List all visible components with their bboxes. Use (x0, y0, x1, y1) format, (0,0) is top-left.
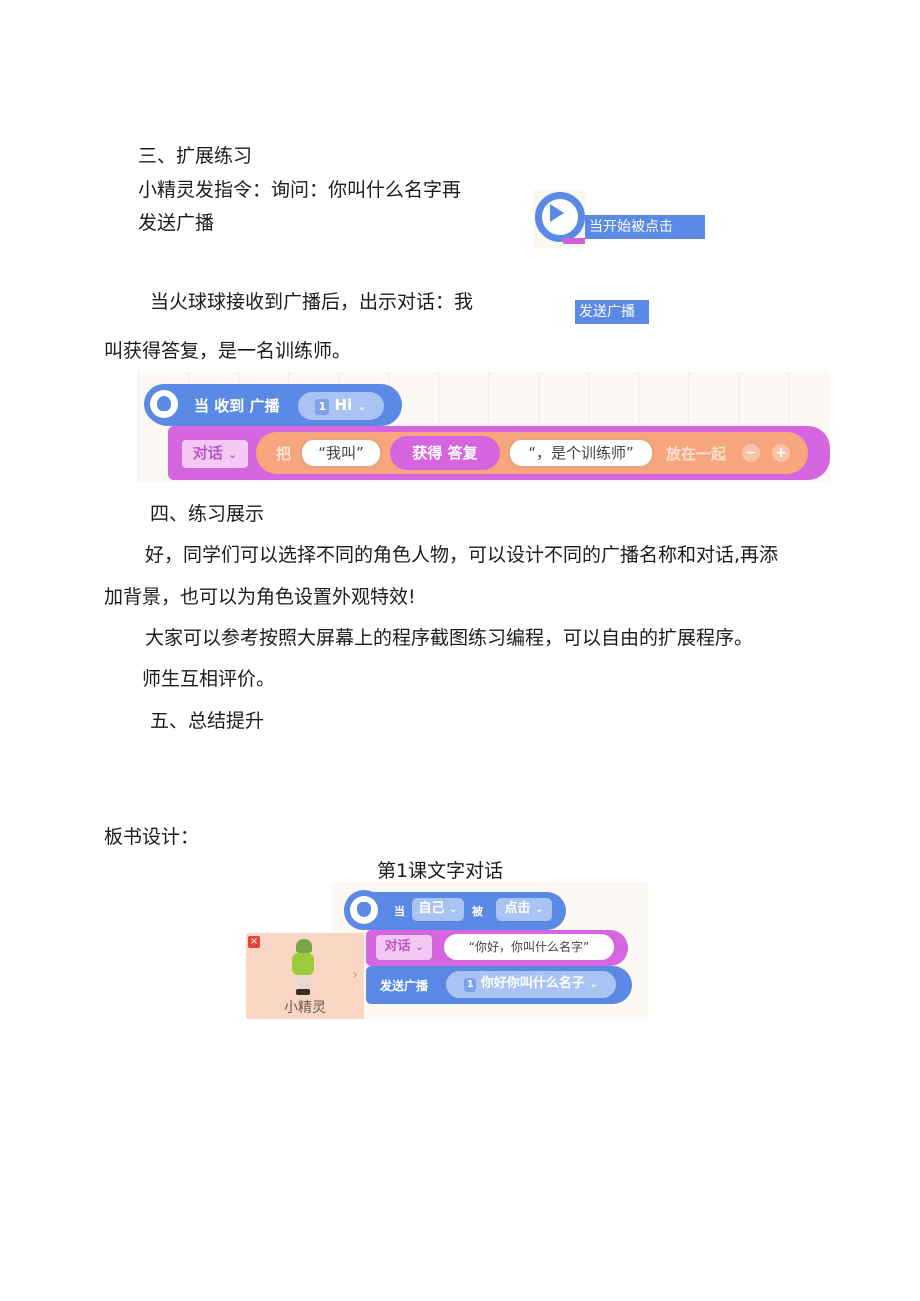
section-heading-practice-showcase: 四、练习展示 (150, 503, 265, 525)
event-value: 点击 (504, 901, 531, 916)
dialog-type-value: 对话 (192, 444, 223, 462)
start-clicked-label: 当开始被点击 (585, 215, 705, 239)
string-input-2[interactable]: “，是个训练师” (508, 438, 654, 468)
dialog-type-value: 对话 (384, 939, 411, 954)
code-screenshot-receive-broadcast: 当 收到 广播 1 Hi ⌄ 对话 ⌄ 把 “我叫” 获得 答复 “，是个训练师… (138, 372, 830, 482)
chevron-down-icon: ⌄ (415, 942, 424, 953)
section-heading-extension-practice: 三、扩展练习 (138, 145, 253, 167)
join-prefix: 把 (276, 445, 292, 463)
broadcast-index-badge: 1 (464, 978, 477, 992)
target-dropdown[interactable]: 自己 ⌄ (412, 898, 464, 921)
elf-sprite-feet (296, 989, 310, 995)
dialog-type-dropdown[interactable]: 对话 ⌄ (182, 440, 248, 468)
board-design-label: 板书设计： (104, 826, 200, 848)
get-answer-block: 获得 答复 (390, 436, 500, 470)
chevron-down-icon: ⌄ (357, 400, 367, 413)
paragraph-line: 小精灵发指令：询问：你叫什么名字再 (138, 179, 462, 201)
code-screenshot-sprite-click: 当 自己 ⌄ 被 点击 ⌄ 对话 ⌄ “你好，你叫什么名字” 发送广播 1 你好… (332, 882, 648, 1019)
broadcast-name-dropdown[interactable]: 1 Hi ⌄ (298, 392, 384, 420)
remove-item-button[interactable]: − (742, 444, 760, 462)
play-start-icon (533, 190, 585, 248)
chevron-down-icon: ⌄ (449, 904, 458, 915)
paragraph-line: 叫获得答复，是一名训练师。 (104, 340, 352, 362)
chevron-down-icon: ⌄ (228, 448, 238, 461)
elf-sprite-legs (296, 975, 310, 989)
paragraph-line: 师生互相评价。 (142, 668, 276, 690)
elf-sprite-image (296, 939, 312, 953)
elf-sprite-body (292, 953, 314, 975)
chevron-down-icon: ⌄ (535, 904, 544, 915)
close-icon[interactable]: × (248, 936, 260, 948)
hat-when-label: 当 (394, 905, 405, 918)
sprite-name: 小精灵 (284, 1000, 326, 1016)
string-input-1[interactable]: “我叫” (300, 438, 382, 468)
hat-label: 当 收到 广播 (194, 397, 280, 415)
dialog-text-input[interactable]: “你好，你叫什么名字” (444, 934, 614, 960)
chevron-down-icon: ⌄ (589, 979, 598, 990)
send-broadcast-label: 发送广播 (575, 300, 649, 324)
paragraph-line: 加背景，也可以为角色设置外观特效! (104, 586, 416, 608)
join-suffix: 放在一起 (666, 445, 727, 463)
broadcast-index-badge: 1 (315, 399, 330, 415)
tap-hand-icon (344, 890, 384, 930)
section-heading-summary: 五、总结提升 (150, 710, 265, 732)
broadcast-name: Hi (334, 396, 353, 414)
target-value: 自己 (418, 901, 445, 916)
dialog-type-dropdown[interactable]: 对话 ⌄ (376, 935, 432, 960)
paragraph-line: 发送广播 (138, 212, 215, 234)
add-item-button[interactable]: + (772, 444, 790, 462)
chevron-right-icon[interactable]: › (352, 967, 358, 983)
broadcast-name: 你好你叫什么名子 (480, 976, 585, 991)
paragraph-line: 大家可以参考按照大屏幕上的程序截图练习编程，可以自由的扩展程序。 (145, 627, 754, 649)
board-design-title: 第1课文字对话 (377, 860, 504, 882)
hat-be-label: 被 (472, 905, 483, 918)
broadcast-receive-icon (144, 384, 184, 424)
broadcast-name-dropdown[interactable]: 1 你好你叫什么名子 ⌄ (446, 971, 616, 998)
paragraph-line: 当火球球接收到广播后，出示对话：我 (150, 291, 474, 313)
event-dropdown[interactable]: 点击 ⌄ (496, 898, 552, 921)
sprite-card-elf[interactable]: × › 小精灵 (246, 933, 364, 1019)
paragraph-line: 好，同学们可以选择不同的角色人物，可以设计不同的广播名称和对话,再添 (145, 544, 779, 566)
send-broadcast-label: 发送广播 (380, 979, 429, 993)
